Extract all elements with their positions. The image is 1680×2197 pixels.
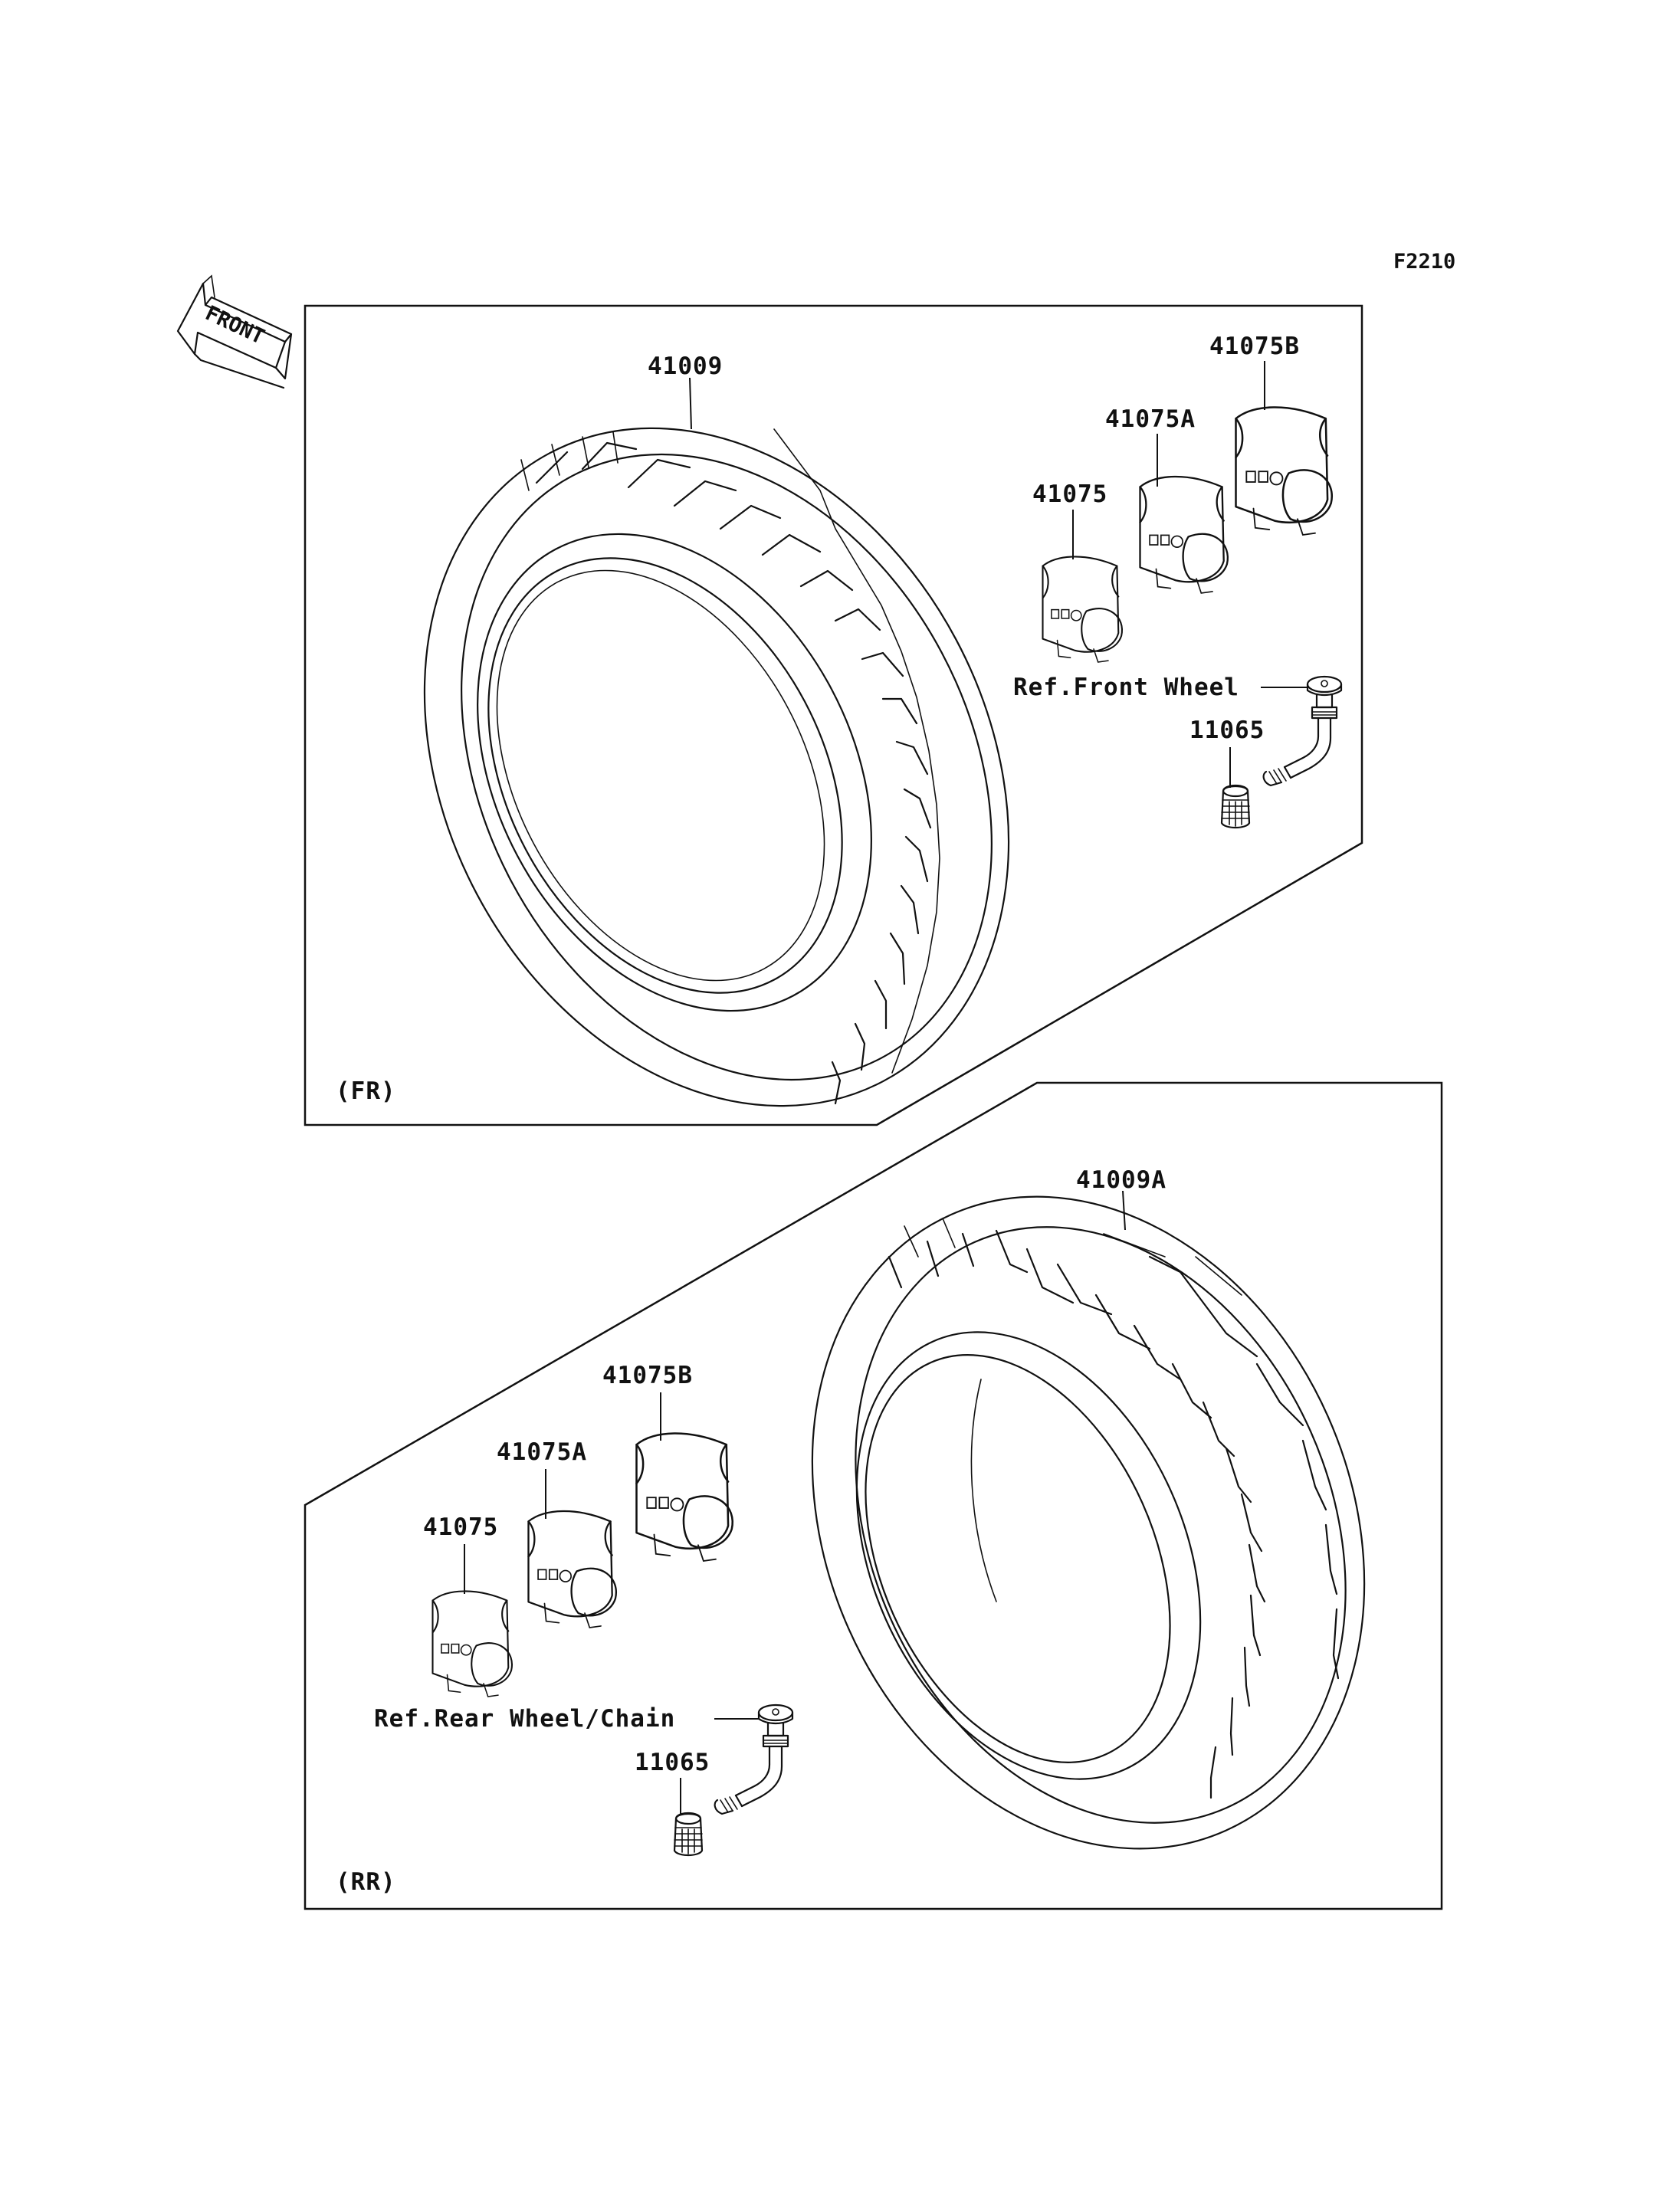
rear-tire-icon — [811, 1195, 1366, 1850]
front-weight-icon — [1042, 556, 1124, 664]
front-section: 41009 41075B 41075A 41075 Ref.Front Whee… — [304, 304, 1363, 1126]
rear-valve-cap-icon — [673, 1812, 704, 1857]
rear-section-frame — [304, 1081, 1443, 1910]
front-weight-a-icon — [1139, 475, 1229, 595]
rear-valve-cap-part: 11065 — [635, 1749, 710, 1776]
rear-weight-icon — [431, 1590, 514, 1698]
rear-weight-a-icon — [527, 1510, 618, 1629]
front-weight-b-part: 41075B — [1209, 333, 1300, 360]
front-weight-part: 41075 — [1032, 480, 1107, 508]
front-arrow-icon: FRONT — [176, 274, 293, 389]
rear-weight-part: 41075 — [423, 1513, 498, 1541]
rear-weight-b-part: 41075B — [602, 1362, 693, 1389]
front-weight-b-icon — [1235, 406, 1334, 536]
rear-weight-a-part: 41075A — [497, 1438, 587, 1466]
front-weight-a-part: 41075A — [1105, 405, 1196, 433]
rear-section: 41009A 41075B 41075A 41075 Ref.Rear Whee… — [304, 1081, 1443, 1910]
front-tire-icon — [423, 427, 1010, 1107]
rear-tire-part: 41009A — [1076, 1166, 1166, 1194]
front-tire-part: 41009 — [648, 353, 723, 380]
rear-valve-ref: Ref.Rear Wheel/Chain — [374, 1705, 675, 1733]
front-valve-ref: Ref.Front Wheel — [1013, 674, 1239, 701]
front-valve-cap-part: 11065 — [1189, 716, 1265, 744]
rear-weight-b-icon — [635, 1432, 734, 1562]
rear-valve-stem-icon — [714, 1703, 794, 1815]
front-valve-stem-icon — [1262, 675, 1343, 787]
front-section-tag: (FR) — [336, 1077, 396, 1105]
figure-code: F2210 — [1393, 250, 1455, 274]
front-section-frame — [304, 304, 1363, 1126]
front-valve-cap-icon — [1220, 784, 1251, 829]
rear-section-tag: (RR) — [336, 1868, 396, 1896]
